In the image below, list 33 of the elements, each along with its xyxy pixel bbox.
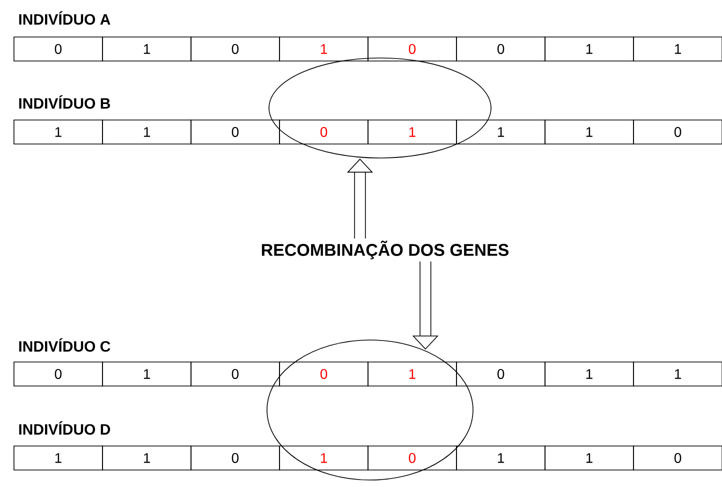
table-cell: 1: [633, 36, 722, 62]
table-cell: 0: [190, 36, 280, 62]
table-cell: 1: [456, 120, 546, 144]
row-heading: INDIVÍDUO C: [19, 338, 110, 352]
row-heading: INDIVÍDUO B: [19, 95, 110, 109]
table-cell: 0: [190, 362, 280, 386]
table-cell: 1: [544, 36, 634, 62]
table-cell: 1: [102, 446, 192, 470]
row-heading: INDIVÍDUO A: [19, 11, 110, 25]
table-cell: 1: [279, 36, 368, 62]
table-cell: 0: [14, 36, 103, 62]
table-cell: 0: [368, 36, 457, 62]
table-cell: 1: [102, 362, 192, 386]
table-cell: 1: [456, 446, 546, 470]
table-cell: 0: [456, 362, 546, 386]
table-cell: 0: [633, 446, 722, 470]
table-cell: 1: [14, 120, 103, 144]
table-cell: 1: [633, 362, 722, 386]
table-cell: 1: [102, 36, 192, 62]
title-text: RECOMBINAÇÃO DOS GENES: [262, 240, 509, 260]
table-cell: 1: [14, 446, 103, 470]
table-cell: 1: [544, 446, 634, 470]
table-cell: 0: [14, 362, 103, 386]
table-cell: 1: [102, 120, 192, 144]
table-cell: 1: [544, 120, 634, 144]
table-cell: 1: [544, 362, 634, 386]
ellipse: [266, 340, 474, 480]
ellipse: [268, 58, 492, 158]
table-cell: 0: [633, 120, 722, 144]
row-heading: INDIVÍDUO D: [19, 421, 110, 435]
table-cell: 0: [456, 36, 546, 62]
table-cell: 0: [190, 120, 280, 144]
table-cell: 0: [190, 446, 280, 470]
